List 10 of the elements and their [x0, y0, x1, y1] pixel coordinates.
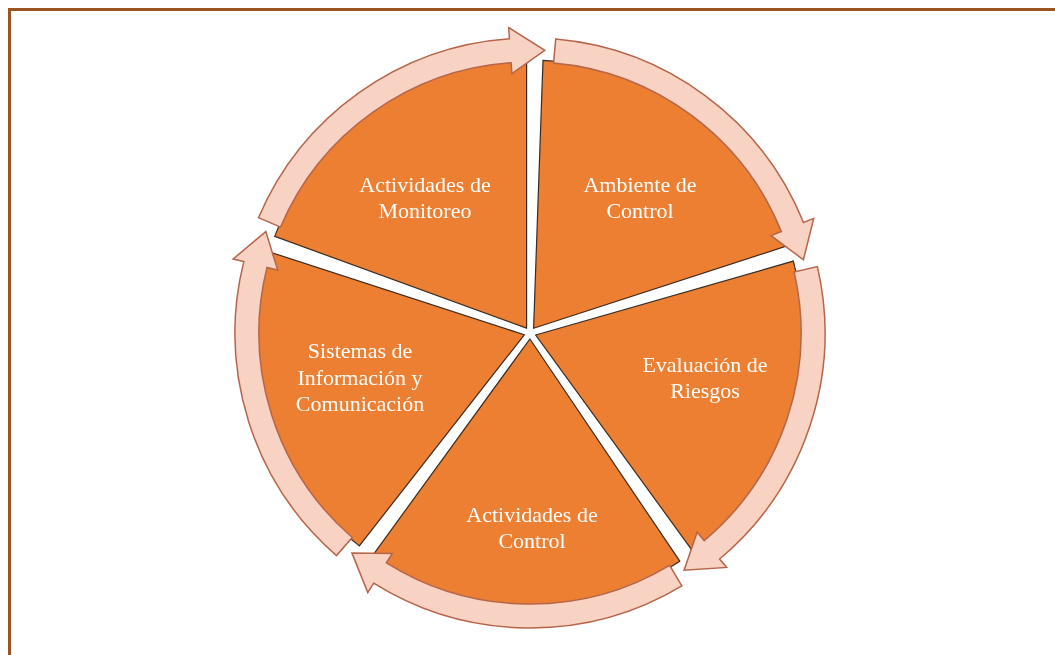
segment-label: Sistemas de Información y Comunicación [294, 338, 426, 418]
segment-label: Ambiente de Control [582, 171, 698, 225]
curved-arrow [232, 230, 353, 557]
curved-arrow [683, 265, 826, 572]
curved-arrow [351, 552, 683, 629]
curved-arrow [552, 38, 815, 261]
curved-arrow [257, 26, 546, 228]
segment-label: Actividades de Monitoreo [358, 171, 492, 225]
segment-label: Evaluación de Riesgos [641, 351, 769, 405]
segment-label: Actividades de Control [465, 501, 599, 555]
